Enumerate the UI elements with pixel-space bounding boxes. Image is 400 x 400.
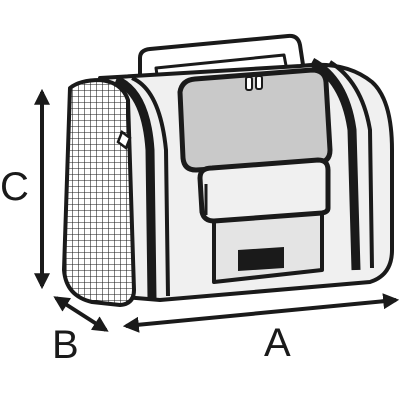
window-zipper-icon (245, 75, 263, 91)
dimension-a: A (122, 293, 400, 365)
right-side-bands (309, 58, 374, 271)
top-window (177, 67, 333, 173)
depth-label: B (52, 323, 79, 367)
dimension-b: B (52, 296, 109, 367)
dimension-c: C (0, 88, 50, 290)
left-side-bands (114, 75, 170, 299)
width-label: A (264, 321, 291, 365)
label-patch (238, 247, 284, 271)
mesh-side-panel (62, 78, 136, 307)
height-label: C (0, 165, 29, 209)
zipper-pull-icon (116, 130, 132, 150)
